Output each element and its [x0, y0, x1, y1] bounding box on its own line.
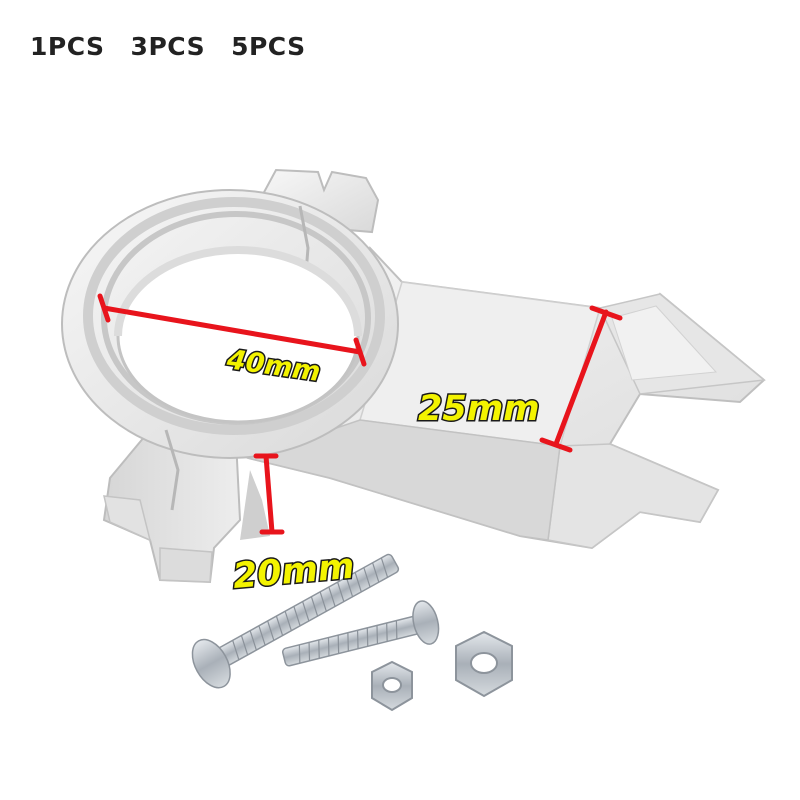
quantity-option-1pcs[interactable]: 1PCS [30, 32, 105, 61]
dimension-line-20mm [253, 453, 285, 535]
quantity-options: 1PCS 3PCS 5PCS [30, 34, 306, 59]
lnb-bracket [61, 168, 766, 584]
quantity-option-5pcs[interactable]: 5PCS [231, 32, 306, 61]
dimension-label-25mm: 25mm [418, 389, 540, 429]
mounting-screws [191, 553, 440, 689]
dimension-line-40mm [97, 293, 367, 367]
hex-nuts [371, 630, 513, 712]
quantity-option-3pcs[interactable]: 3PCS [130, 32, 206, 61]
dimension-line-25mm [539, 305, 623, 453]
